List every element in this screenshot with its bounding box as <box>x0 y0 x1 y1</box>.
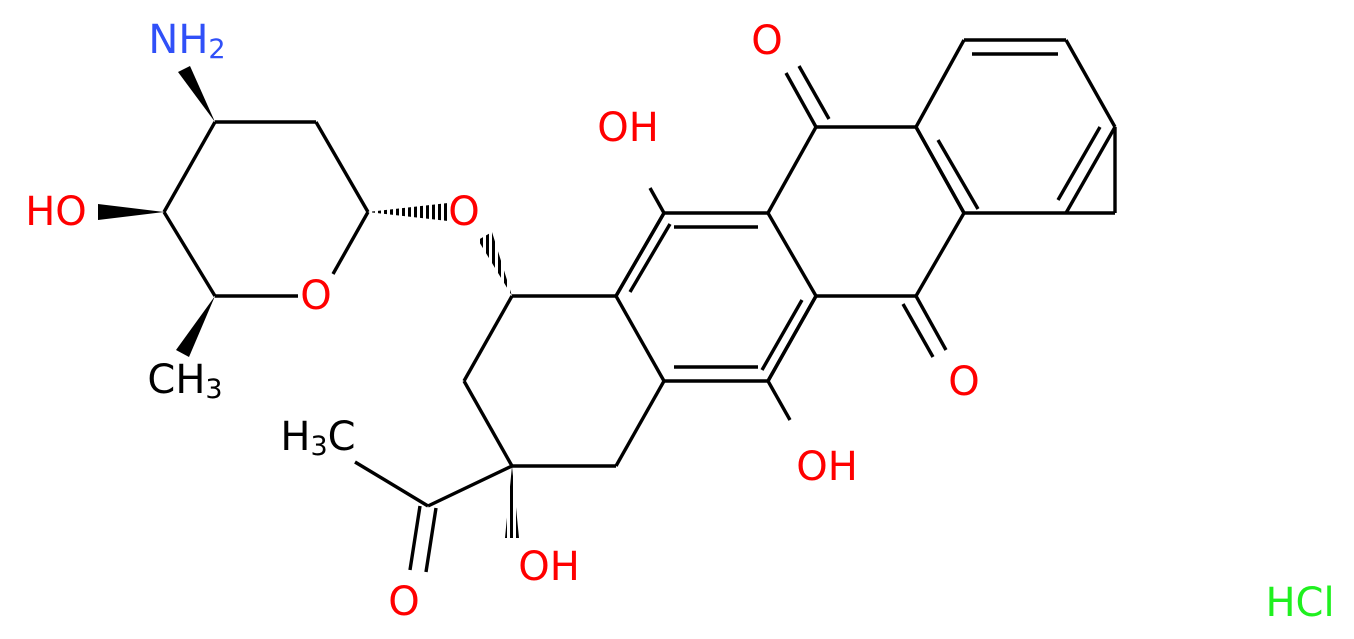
wedge-bond-ch3 <box>176 296 215 357</box>
atom-labels: NH2 HO O CH3 O OH O O OH OH H3C O HCl <box>25 17 1334 626</box>
glycosidic-oxygen-label: O <box>448 189 479 235</box>
sugar-hydroxyl-label: HO <box>25 189 87 235</box>
wedge-bond-ho <box>98 204 164 220</box>
acetyl-methyl-label: H3C <box>280 414 355 462</box>
ketone-bottom-oxygen-label: O <box>948 359 979 405</box>
ketone-top-oxygen-label: O <box>751 18 782 64</box>
sugar-methyl-label: CH3 <box>147 357 222 405</box>
hydroxyl-quaternary-label: OH <box>518 544 580 590</box>
hydroxyl-middle-label: OH <box>796 444 858 490</box>
ring-oxygen-label: O <box>300 273 331 319</box>
stereo-bonds <box>98 66 519 538</box>
hydroxyl-top-label: OH <box>597 105 659 151</box>
hcl-counterion-label: HCl <box>1265 580 1334 626</box>
hash-bond-glycosidic <box>368 203 448 221</box>
hash-bond-c9-oh <box>505 466 519 538</box>
hash-bond-c7-o <box>478 232 512 296</box>
acetyl-oxygen-label: O <box>388 579 419 625</box>
nh2-label: NH2 <box>148 17 225 65</box>
double-bonds <box>408 38 1117 573</box>
wedge-bond-nh2 <box>178 66 215 122</box>
